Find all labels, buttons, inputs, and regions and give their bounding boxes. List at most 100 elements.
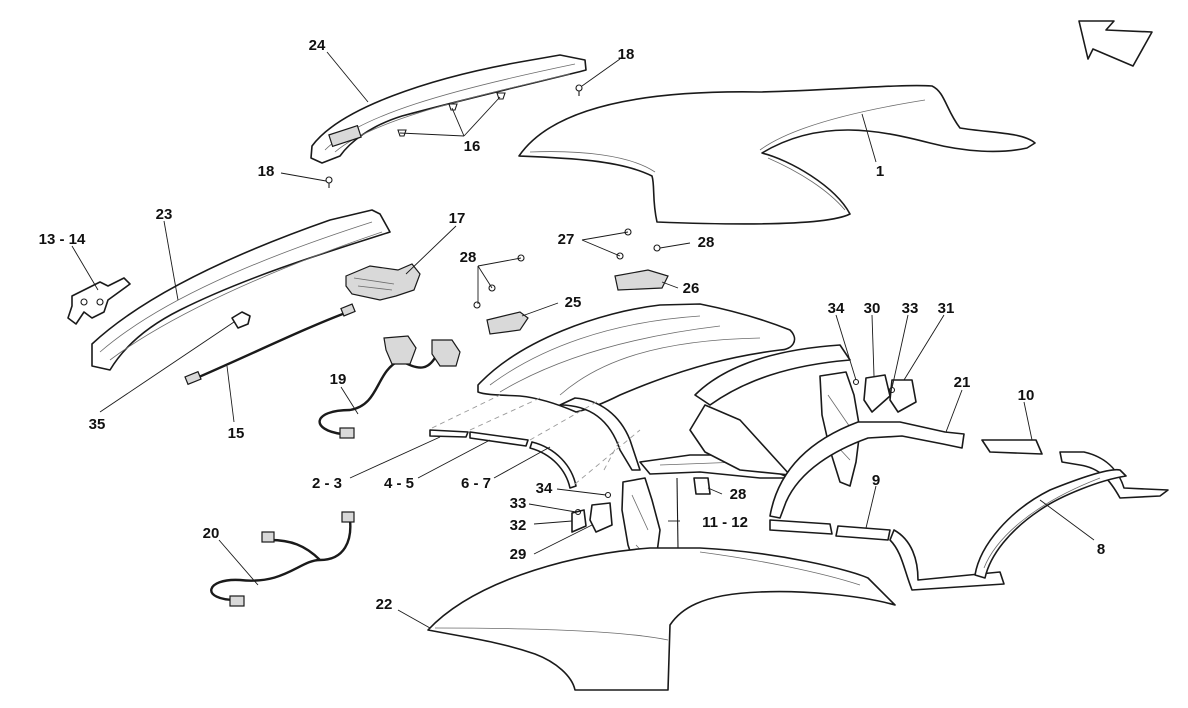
leader-lines — [71, 51, 1095, 629]
part-lower-cover — [427, 547, 896, 691]
leader-8 — [1039, 499, 1095, 541]
leader-18a — [581, 58, 621, 87]
clip-16-b-icon — [496, 92, 506, 100]
callout-33-left: 33 — [510, 495, 527, 512]
part-roof-frame — [477, 303, 851, 479]
leader-28b — [659, 242, 691, 249]
callout-31: 31 — [938, 300, 955, 317]
callout-20: 20 — [203, 525, 220, 542]
callout-21: 21 — [954, 374, 971, 391]
callout-18-top: 18 — [618, 46, 635, 63]
callout-13-14: 13 - 14 — [39, 231, 86, 248]
part-rear-cross-member — [310, 54, 587, 164]
callout-11-12: 11 - 12 — [702, 514, 748, 531]
leader-35 — [99, 321, 235, 413]
callout-24: 24 — [309, 37, 326, 54]
screw-28-d-icon — [517, 254, 525, 262]
callout-10: 10 — [1018, 387, 1035, 404]
part-latch-25 — [486, 311, 529, 335]
leader-28a-1 — [581, 231, 629, 241]
leader-28a-2 — [581, 239, 621, 257]
callout-34-left: 34 — [536, 480, 553, 497]
leader-24 — [326, 51, 369, 103]
seal-6-7 — [529, 441, 577, 489]
screw-28-e-icon — [488, 284, 496, 292]
callout-2-3: 2 - 3 — [312, 475, 342, 492]
leader-18b — [280, 172, 327, 182]
seal-21 — [769, 421, 965, 519]
callout-9: 9 — [872, 472, 880, 489]
clip-16-c-icon — [397, 129, 407, 137]
screw-28-a-icon — [624, 228, 632, 236]
leader-30 — [871, 314, 875, 377]
callout-8: 8 — [1097, 541, 1105, 558]
callout-35: 35 — [89, 416, 106, 433]
screw-28-c-icon — [653, 244, 661, 252]
seal-4-5 — [469, 431, 529, 447]
leader-16b — [451, 107, 465, 137]
callout-18-left: 18 — [258, 163, 275, 180]
leader-16a — [399, 132, 465, 137]
part-plate-30 — [863, 374, 891, 413]
direction-arrow-icon — [1078, 20, 1153, 67]
leader-15 — [226, 365, 235, 423]
leader-17 — [405, 225, 457, 275]
part-bumper-27 — [693, 477, 711, 495]
leader-1 — [861, 113, 877, 163]
leader-34b — [835, 314, 857, 381]
leader-34a — [556, 488, 607, 496]
callout-4-5: 4 - 5 — [384, 475, 414, 492]
callout-22: 22 — [376, 596, 393, 613]
leader-13-14 — [71, 245, 99, 291]
leader-29 — [533, 524, 593, 555]
screw-28-f-icon — [473, 301, 481, 309]
callout-28-left: 28 — [460, 249, 477, 266]
callout-26: 26 — [683, 280, 700, 297]
pin-34-a-icon — [604, 491, 612, 499]
leader-16c — [463, 96, 501, 137]
leader-19 — [340, 386, 359, 415]
callout-27: 28 — [730, 486, 747, 503]
leader-4-5 — [417, 439, 491, 479]
part-roof-shell — [518, 84, 1036, 225]
part-rod-15 — [184, 303, 356, 386]
leader-32 — [533, 520, 573, 525]
part-harness-20 — [210, 511, 355, 607]
callout-25: 25 — [565, 294, 582, 311]
leader-28c-1 — [477, 257, 522, 267]
leader-28c-2 — [477, 265, 493, 289]
screw-18-b-icon — [325, 176, 333, 188]
leader-10 — [1023, 401, 1033, 441]
callout-labels: 1 2 - 3 4 - 5 6 - 7 8 9 10 11 - 12 13 - … — [39, 37, 1106, 613]
leader-23 — [163, 220, 179, 301]
leader-6-7 — [493, 446, 551, 479]
leader-9 — [865, 485, 877, 529]
callout-33-right: 33 — [902, 300, 919, 317]
callout-28-top: 27 — [558, 231, 575, 248]
callout-16: 16 — [464, 138, 481, 155]
pin-34-b-icon — [852, 378, 860, 386]
leader-20 — [218, 539, 259, 586]
leader-33a — [528, 503, 577, 513]
leader-2-3 — [349, 436, 441, 479]
leader-25 — [521, 302, 559, 317]
leader-27 — [707, 487, 723, 495]
callout-23: 23 — [156, 206, 173, 223]
leader-22 — [397, 609, 431, 629]
callout-28-right: 28 — [698, 234, 715, 251]
callout-15: 15 — [228, 425, 245, 442]
part-rod-11-12 — [676, 477, 679, 549]
part-harness-19 — [318, 335, 461, 439]
part-plate-31 — [889, 379, 917, 413]
leader-31 — [903, 314, 945, 381]
callout-6-7: 6 - 7 — [461, 475, 491, 492]
seal-2-3 — [429, 429, 469, 438]
callout-17: 17 — [449, 210, 466, 227]
screw-28-b-icon — [616, 252, 624, 260]
callout-29: 29 — [510, 546, 527, 563]
clip-16-a-icon — [448, 103, 458, 111]
callout-30: 30 — [864, 300, 881, 317]
seal-10 — [981, 439, 1043, 455]
part-plate-29 — [589, 502, 613, 533]
